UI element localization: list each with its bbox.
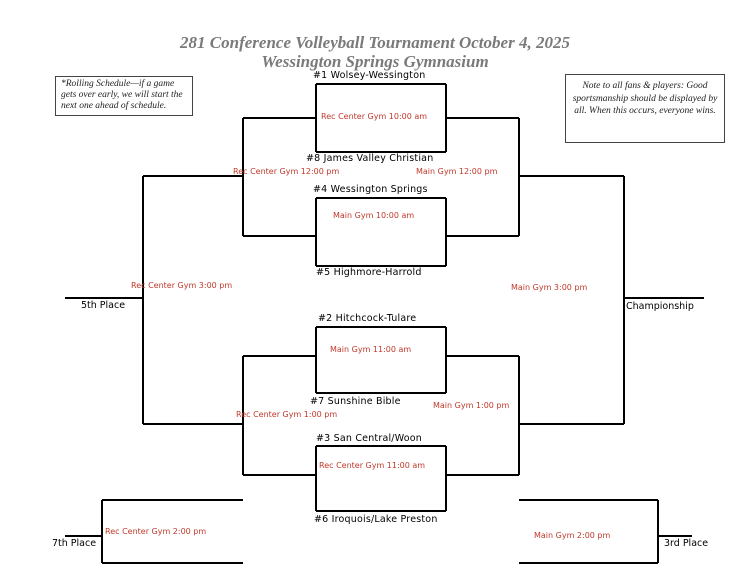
game-6-label: Main Gym 12:00 pm [416, 167, 498, 176]
game-11-label: Rec Center Gym 2:00 pm [105, 527, 207, 536]
seventh-place-label: 7th Place [52, 538, 97, 549]
game-3-label: Main Gym 11:00 am [330, 345, 412, 354]
team-seed-8: #8 James Valley Christian [306, 153, 434, 164]
team-seed-5: #5 Highmore-Harrold [316, 267, 422, 278]
team-seed-3: #3 San Central/Woon [316, 433, 422, 444]
team-seed-1: #1 Wolsey-Wessington [313, 70, 426, 81]
game-7-label: Rec Center Gym 1:00 pm [236, 410, 338, 419]
team-seed-2: #2 Hitchcock-Tulare [318, 313, 417, 324]
game-9-label: Rec Center Gym 3:00 pm [131, 281, 233, 290]
game-5-label: Rec Center Gym 12:00 pm [233, 167, 340, 176]
team-seed-4: #4 Wessington Springs [313, 184, 428, 195]
game-2-label: Main Gym 10:00 am [333, 211, 415, 220]
team-seed-7: #7 Sunshine Bible [310, 396, 401, 407]
game-10-label: Main Gym 3:00 pm [511, 283, 588, 292]
tournament-title: 281 Conference Volleyball Tournament Oct… [180, 33, 570, 52]
rolling-schedule-note: *Rolling Schedule—if a game gets over ea… [55, 76, 193, 116]
championship-label: Championship [626, 301, 694, 312]
game-8-label: Main Gym 1:00 pm [433, 401, 510, 410]
third-place-label: 3rd Place [664, 538, 709, 549]
game-4-label: Rec Center Gym 11:00 am [319, 461, 426, 470]
team-seed-6: #6 Iroquois/Lake Preston [314, 514, 438, 525]
venue-title: Wessington Springs Gymnasium [261, 52, 489, 71]
game-12-label: Main Gym 2:00 pm [534, 531, 611, 540]
fifth-place-label: 5th Place [81, 300, 126, 311]
sportsmanship-note: Note to all fans & players: Good sportsm… [565, 74, 725, 143]
game-1-label: Rec Center Gym 10:00 am [321, 112, 428, 121]
